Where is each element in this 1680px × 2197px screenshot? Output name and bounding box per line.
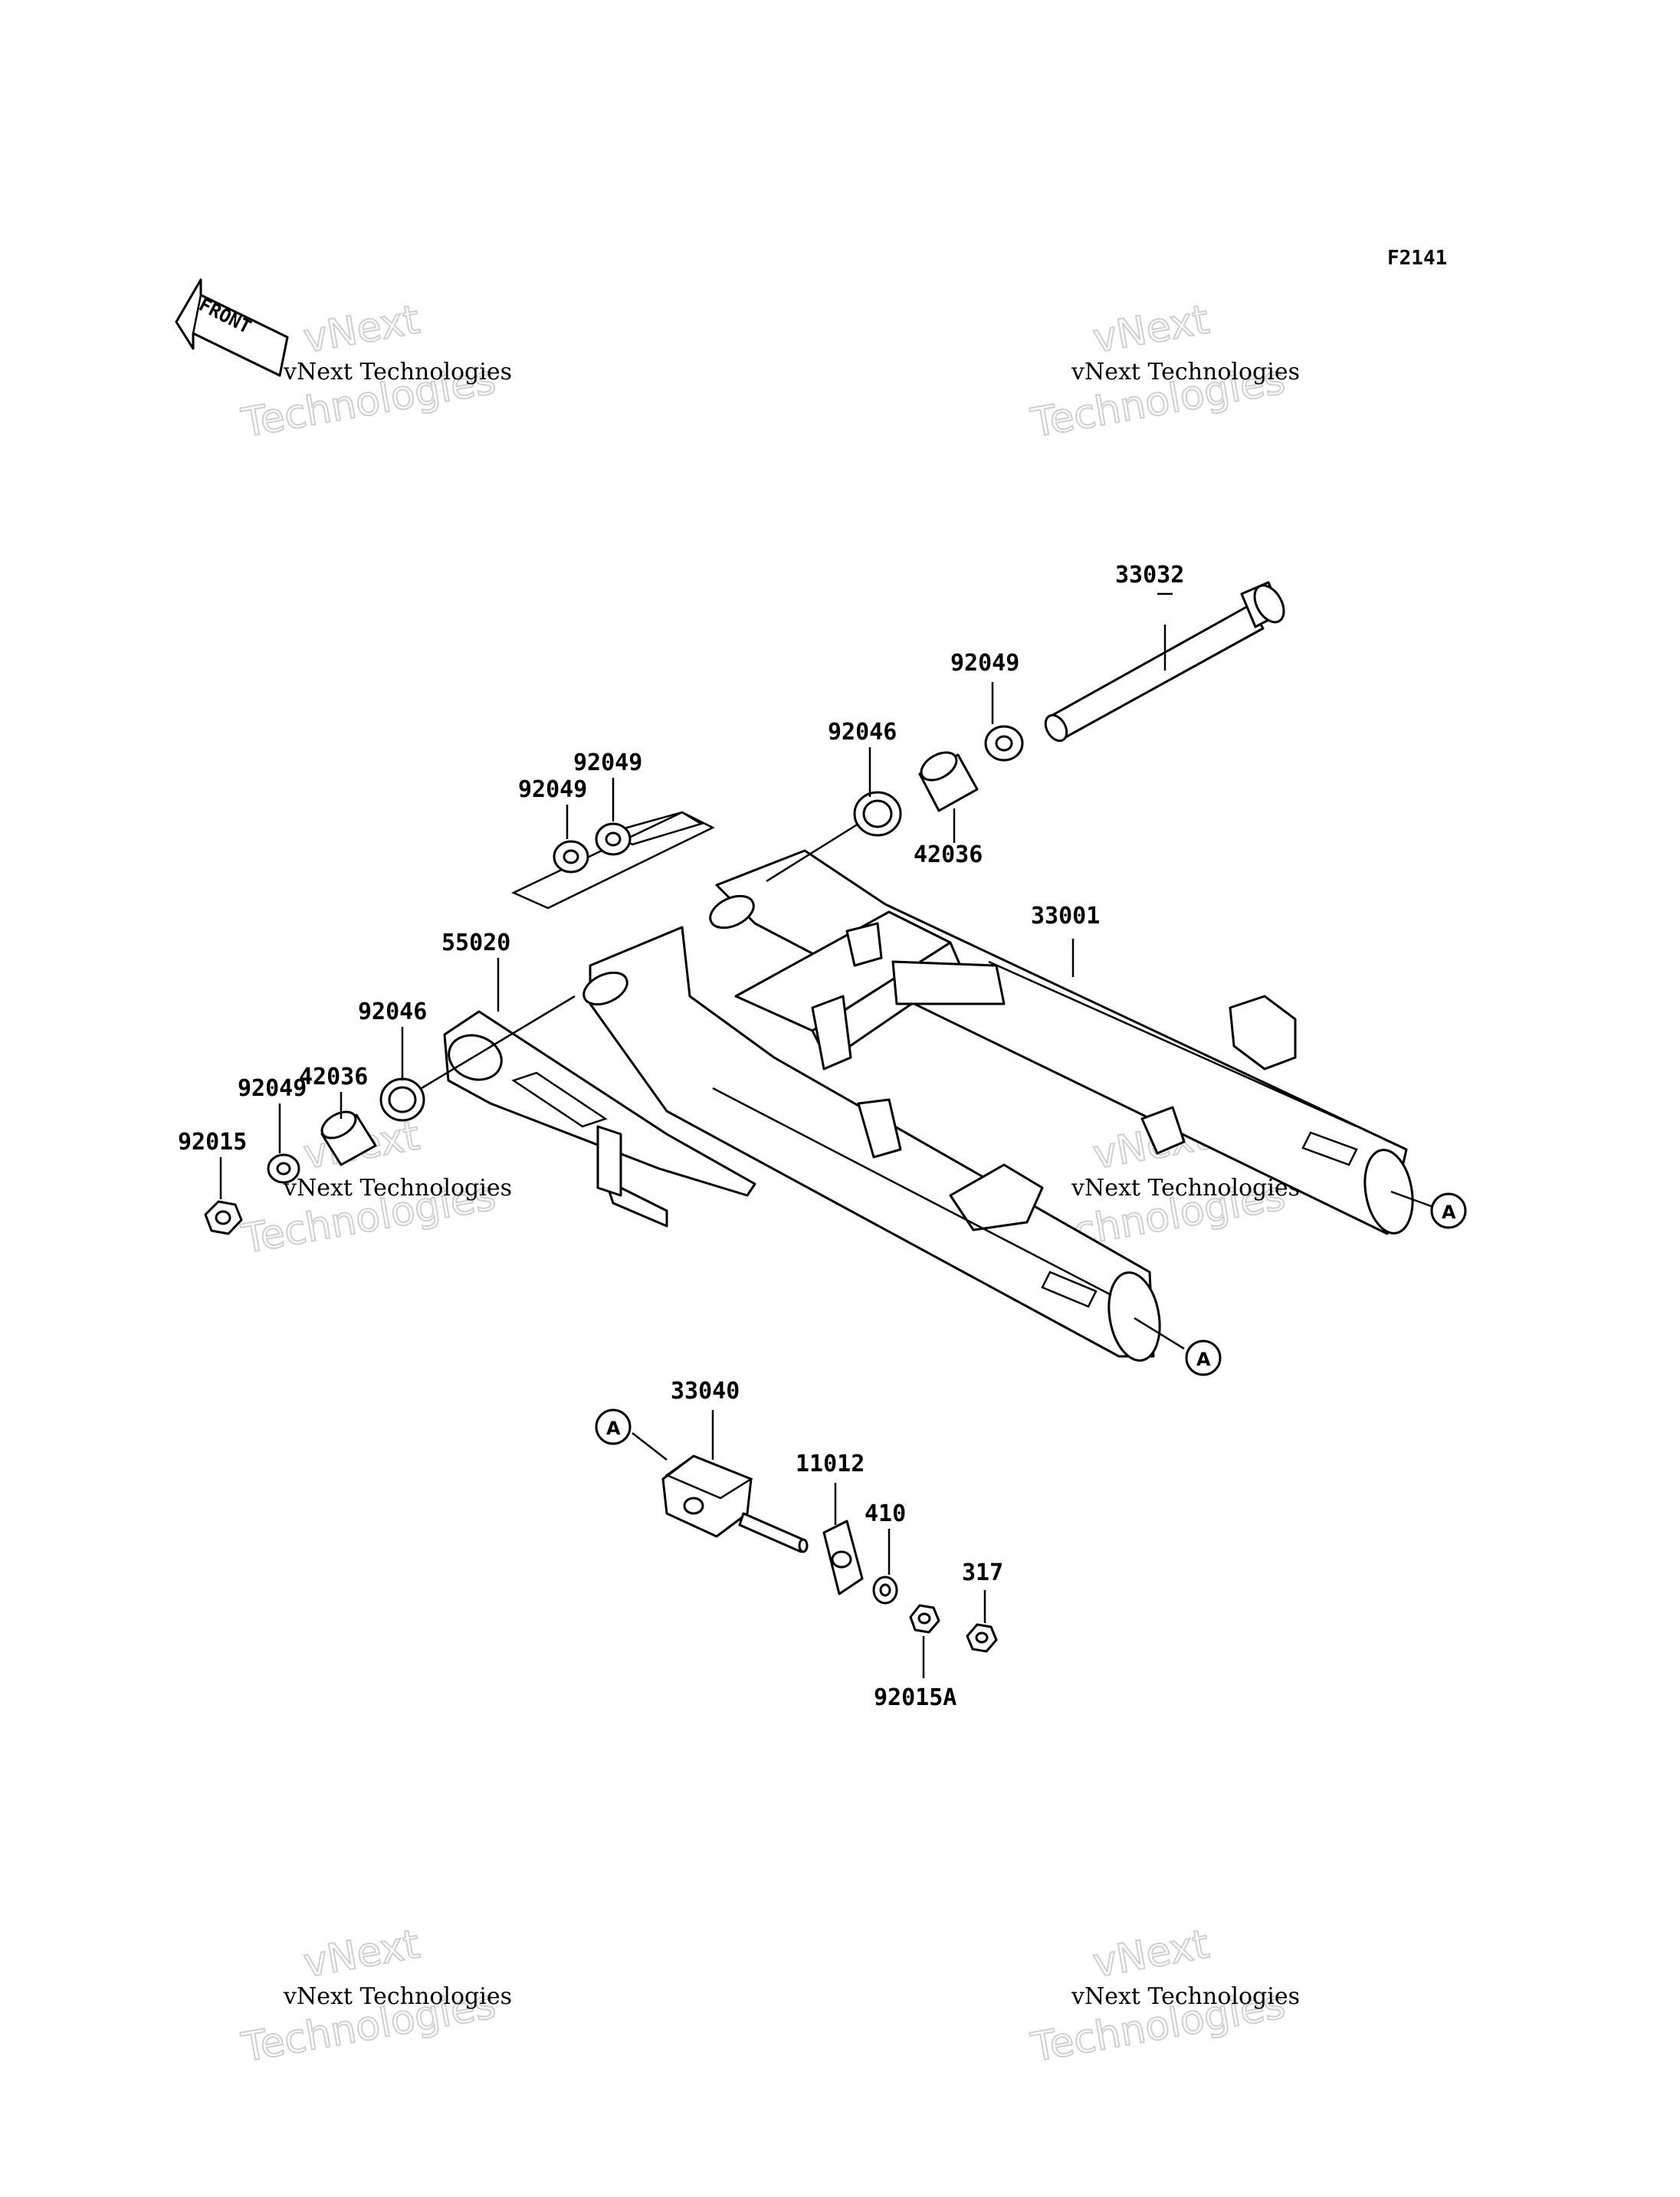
- washer: [595, 822, 632, 856]
- label-33040: 33040: [671, 1378, 740, 1405]
- watermark-text: vNext Technologies: [283, 1175, 512, 1202]
- svg-text:A: A: [1442, 1202, 1456, 1223]
- nut: [966, 1623, 998, 1653]
- watermark-text: vNext Technologies: [1071, 1983, 1300, 2010]
- watermark-text: vNext Technologies: [1071, 359, 1300, 385]
- label-410: 410: [865, 1500, 906, 1527]
- pivot-axle: [1044, 581, 1285, 743]
- watermark-top-right: vNext Technologies vNext Technologies: [1027, 296, 1300, 448]
- washer: [267, 1153, 300, 1184]
- figure-ref: F2141: [1387, 247, 1447, 270]
- washer: [984, 725, 1024, 762]
- watermark-bottom-left: vNext Technologies vNext Technologies: [238, 1920, 512, 2072]
- needle-bearing: [853, 791, 902, 837]
- label-55020: 55020: [441, 930, 510, 956]
- label-92046-right: 92046: [828, 719, 897, 746]
- adjuster-bolt: [738, 1512, 809, 1553]
- front-arrow-icon: FRONT: [175, 278, 289, 377]
- sleeve-collar: [918, 751, 979, 812]
- label-42036-left: 42036: [299, 1064, 368, 1090]
- label-92046-left: 92046: [358, 998, 427, 1025]
- washer: [553, 840, 589, 874]
- watermark-big-1: vNext: [300, 1921, 423, 1986]
- watermark-text: vNext Technologies: [1071, 1175, 1300, 1202]
- chain-guard: [443, 1010, 756, 1228]
- watermark-text: vNext Technologies: [283, 359, 512, 385]
- callout-a-lower: A: [1185, 1340, 1222, 1376]
- label-92049-left: 92049: [238, 1075, 307, 1102]
- label-33032: 33032: [1115, 562, 1184, 589]
- washer: [872, 1576, 898, 1605]
- adjuster-plate: [822, 1520, 864, 1595]
- label-92049-top-a: 92049: [573, 749, 642, 776]
- swingarm: [582, 849, 1414, 1362]
- watermark-big-1: vNext: [300, 297, 423, 362]
- label-33001: 33001: [1031, 903, 1100, 930]
- watermark-bottom-right: vNext Technologies vNext Technologies: [1027, 1920, 1300, 2072]
- label-42036-right: 42036: [914, 841, 983, 868]
- watermark-big-1: vNext: [1090, 297, 1212, 362]
- watermark-text: vNext Technologies: [283, 1983, 512, 2010]
- needle-bearing: [379, 1077, 425, 1122]
- label-317: 317: [962, 1559, 1003, 1586]
- svg-text:A: A: [606, 1418, 621, 1439]
- nut: [204, 1200, 243, 1235]
- nut: [909, 1604, 940, 1634]
- sleeve-collar: [320, 1110, 377, 1166]
- label-92049-top-b: 92049: [518, 776, 587, 803]
- callout-a-right: A: [1430, 1192, 1467, 1229]
- chain-adjuster-block: [661, 1454, 753, 1538]
- label-92049-axle: 92049: [950, 650, 1019, 677]
- label-92015: 92015: [178, 1129, 247, 1156]
- svg-text:A: A: [1196, 1349, 1211, 1370]
- label-92015A: 92015A: [874, 1684, 956, 1711]
- label-11012: 11012: [796, 1451, 865, 1477]
- watermark-big-1: vNext: [1090, 1921, 1212, 1986]
- callout-a-adjuster: A: [595, 1408, 632, 1445]
